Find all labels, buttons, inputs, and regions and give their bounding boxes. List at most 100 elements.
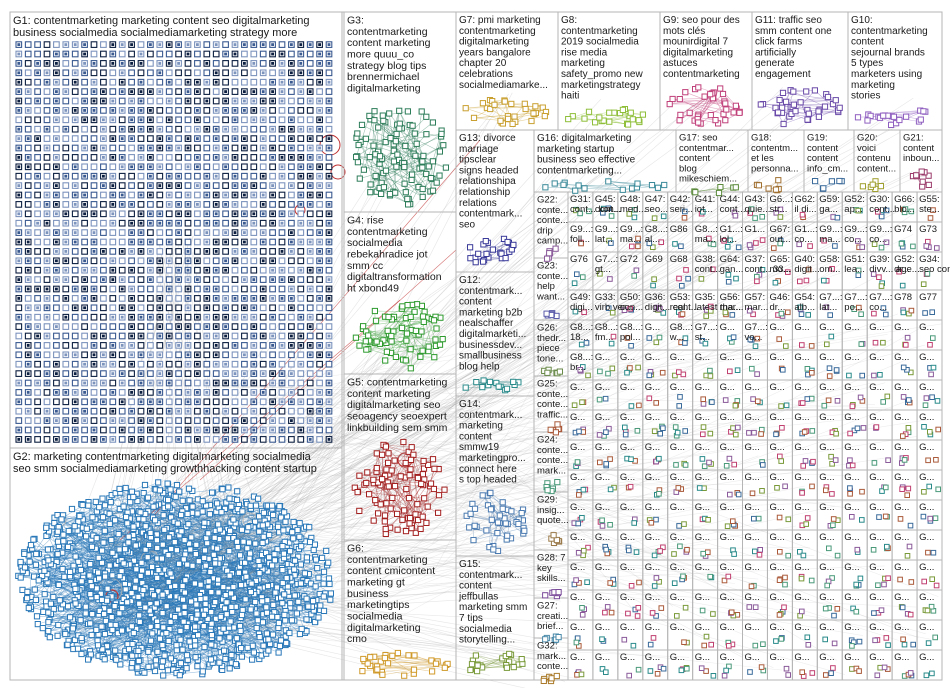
g1-node-core: [111, 391, 115, 394]
g1-node: [259, 398, 267, 406]
g1-node-core: [196, 80, 199, 84]
g1-node: [53, 351, 60, 359]
edge: [90, 593, 149, 651]
g1-node-core: [149, 400, 152, 404]
g1-node-core: [233, 127, 237, 131]
g1-node: [306, 360, 314, 368]
g1-node: [34, 78, 41, 86]
edge: [355, 115, 370, 158]
g1-node-core: [167, 118, 171, 122]
g1-node-core: [299, 193, 303, 197]
g1-node: [34, 41, 41, 48]
g1-node-core: [158, 212, 162, 216]
g1-node-core: [177, 325, 180, 328]
edge: [358, 144, 379, 152]
inter-group-edge: [108, 242, 174, 550]
inter-group-edge: [222, 239, 726, 506]
g1-node-core: [64, 250, 68, 253]
g1-node-core: [186, 193, 190, 197]
g1-node-core: [233, 315, 237, 319]
g1-node-core: [83, 99, 86, 103]
inter-group-edge: [110, 198, 882, 540]
g1-node: [34, 88, 41, 95]
node: [147, 637, 155, 644]
g1-node-core: [73, 203, 77, 206]
g1-node-core: [308, 419, 312, 422]
g1-node: [250, 163, 258, 171]
g1-node: [156, 191, 164, 199]
g1-node: [128, 154, 135, 161]
edge: [289, 583, 298, 634]
g1-node-core: [17, 90, 21, 93]
g1-node: [316, 304, 323, 312]
g1-node: [118, 323, 126, 330]
g1-node: [222, 69, 229, 77]
g1-node: [212, 97, 220, 105]
g1-node: [316, 370, 323, 377]
g1-node: [203, 201, 211, 208]
g1-node-core: [102, 156, 105, 159]
g1-node-core: [233, 372, 237, 375]
g1-node: [34, 210, 41, 218]
g1-node-core: [177, 315, 180, 319]
inter-group-edge: [140, 132, 901, 560]
g1-node-core: [186, 325, 190, 328]
g1-node: [147, 304, 154, 312]
g1-node: [175, 285, 182, 293]
inter-group-edge: [424, 565, 885, 585]
g1-node: [250, 201, 258, 208]
edge: [360, 141, 377, 192]
g1-node: [118, 144, 126, 152]
g1-node-core: [214, 221, 218, 225]
g1-node: [288, 266, 295, 274]
g1-node: [81, 370, 88, 377]
g1-node-core: [233, 344, 237, 347]
g1-node: [259, 417, 267, 424]
g1-node: [109, 426, 117, 434]
edge: [138, 615, 187, 669]
g1-node-core: [233, 231, 237, 234]
g1-node-core: [130, 315, 133, 319]
g1-node-core: [167, 43, 171, 46]
g1-node: [203, 351, 211, 359]
g1-node: [231, 398, 239, 406]
g1-node: [194, 407, 201, 415]
g1-node-core: [214, 325, 218, 328]
g1-node: [90, 407, 98, 415]
g1-node-core: [308, 250, 312, 253]
g1-node: [90, 125, 98, 133]
node: [306, 538, 313, 546]
g1-node: [316, 360, 323, 368]
g1-node: [53, 426, 60, 434]
g1-node: [62, 60, 70, 67]
g1-node: [184, 219, 192, 227]
g1-node-core: [64, 109, 68, 112]
inter-group-edge: [382, 376, 590, 581]
edge: [365, 138, 386, 143]
edge: [475, 655, 508, 669]
g1-node: [118, 389, 126, 396]
g1-node: [325, 125, 333, 133]
g1-node-core: [186, 80, 190, 84]
g1-node: [90, 201, 98, 208]
g1-node: [194, 238, 201, 246]
g1-node-core: [120, 165, 124, 169]
g1-node-core: [45, 381, 49, 385]
g1-node-core: [224, 362, 227, 366]
g1-node: [297, 257, 305, 265]
g1-node-core: [308, 99, 312, 103]
g1-node-core: [45, 297, 49, 300]
g1-node: [53, 41, 60, 48]
g1-node: [147, 389, 154, 396]
g1-node: [128, 144, 135, 152]
edge: [218, 510, 258, 592]
g1-node-core: [130, 43, 133, 46]
g1-node-core: [233, 259, 237, 263]
edge: [413, 454, 419, 521]
edge: [482, 495, 508, 536]
edge: [679, 98, 714, 100]
g1-node-core: [158, 362, 162, 366]
g1-node: [222, 351, 229, 359]
inter-group-edge: [124, 401, 496, 559]
g1-node-core: [92, 80, 96, 84]
